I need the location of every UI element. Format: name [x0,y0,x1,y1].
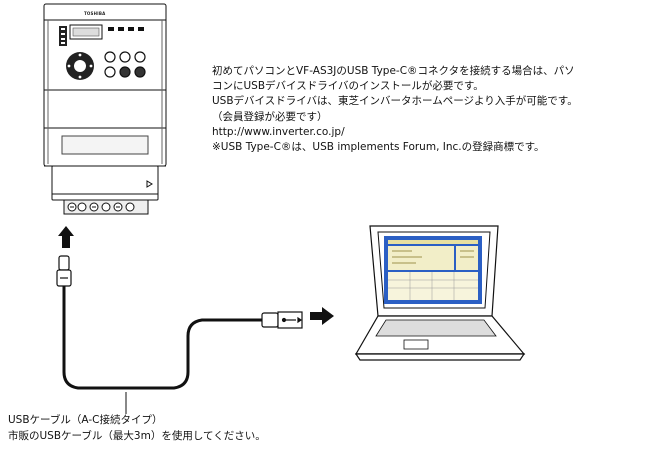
note-line: （会員登録が必要です） [212,110,328,123]
inverter-terminals [63,199,149,215]
laptop-screen-content [384,236,482,304]
note-line: USBデバイスドライバは、東芝インバータホームページより入手が可能です。 [212,95,578,108]
cable-usage-note: 市販のUSBケーブル（最大3m）を使用してください。 [8,429,266,442]
usb-c-connector [56,255,72,287]
cable-type-label: USBケーブル（A-C接続タイプ） [8,414,163,426]
driver-install-note: 初めてパソコンとVF-AS3JのUSB Type-C®コネクタを接続する場合は、… [212,64,660,155]
arrow-up-icon [58,226,74,248]
note-line: ※USB Type-C®は、USB implements Forum, Inc.… [212,140,545,153]
cable-caption: USBケーブル（A-C接続タイプ） 市販のUSBケーブル（最大3m）を使用してく… [8,413,266,444]
note-line: コンにUSBデバイスドライバのインストールが必要です。 [212,80,484,93]
inverter-keypad [59,24,146,80]
note-line: 初めてパソコンとVF-AS3JのUSB Type-C®コネクタを接続する場合は、… [212,65,575,77]
note-url: http://www.inverter.co.jp/ [212,125,345,138]
inverter-unit [43,3,167,201]
usb-cable [62,286,262,390]
inverter-brand-label: TOSHIBA [84,11,106,16]
usb-a-connector [261,311,303,329]
arrow-right-icon [310,307,334,325]
